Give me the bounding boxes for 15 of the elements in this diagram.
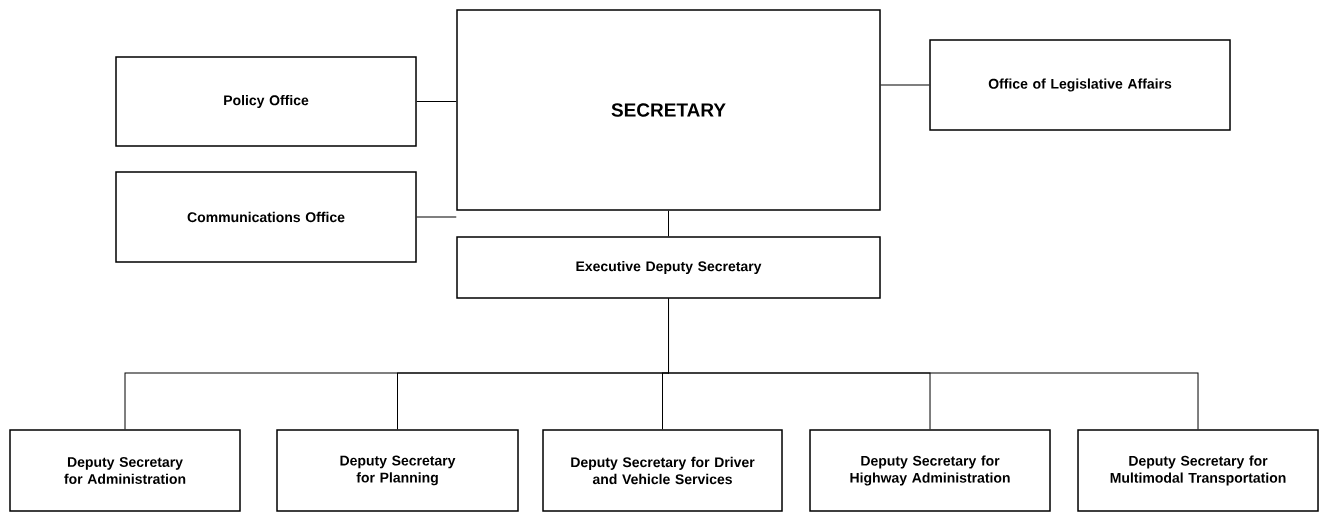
title-box: SECRETARY xyxy=(456,9,881,211)
org-box: Policy Office xyxy=(115,56,417,147)
org-box: Deputy Secretary for Administration xyxy=(9,429,241,512)
connector-line xyxy=(416,101,457,102)
connector-line xyxy=(668,298,1199,430)
org-box: Deputy Secretary for Planning xyxy=(276,429,519,512)
org-box: Office of Legislative Affairs xyxy=(929,39,1231,131)
connector-line xyxy=(416,216,457,218)
org-box: Executive Deputy Secretary xyxy=(456,236,881,299)
org-box: Communications Office xyxy=(115,171,417,263)
org-box: Deputy Secretary for Multimodal Transportation xyxy=(1077,429,1319,512)
connector-line xyxy=(880,84,930,86)
connector-line xyxy=(668,210,669,237)
org-box: Deputy Secretary for Highway Administration xyxy=(809,429,1051,512)
org-box: Deputy Secretary for Driver and Vehicle Services xyxy=(542,429,783,512)
